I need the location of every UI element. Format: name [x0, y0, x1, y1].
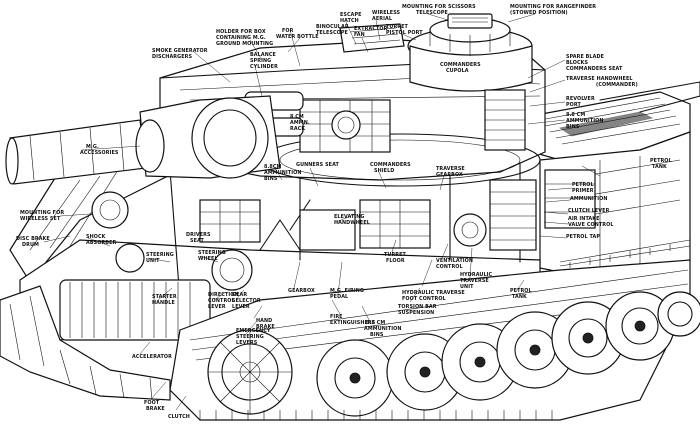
track-and-wheels-drawing	[0, 239, 700, 421]
label-mg-accessories: M.G.ACCESSORIES	[80, 144, 119, 156]
label-ammunition: AMMUNITION	[570, 196, 608, 202]
leader-lines	[43, 13, 601, 411]
label-petrol-tap: PETROL TAP	[566, 234, 600, 240]
label-gearbox: GEARBOX	[288, 288, 315, 294]
label-traverse-handwheel: TRAVERSE HANDWHEEL(COMMANDER)	[566, 76, 638, 88]
main-gun-drawing	[5, 95, 281, 185]
engine-and-drive-drawing	[59, 169, 596, 341]
label-clutch: CLUTCH	[168, 414, 190, 420]
label-clutch-lever: CLUTCH LEVER	[568, 208, 610, 214]
label-gunners-seat: GUNNERS SEAT	[296, 162, 340, 168]
label-mounting-rangefinder: MOUNTING FOR RANGEFINDER(STOWED POSITION…	[510, 4, 596, 16]
label-accelerator: ACCELERATOR	[132, 354, 172, 360]
